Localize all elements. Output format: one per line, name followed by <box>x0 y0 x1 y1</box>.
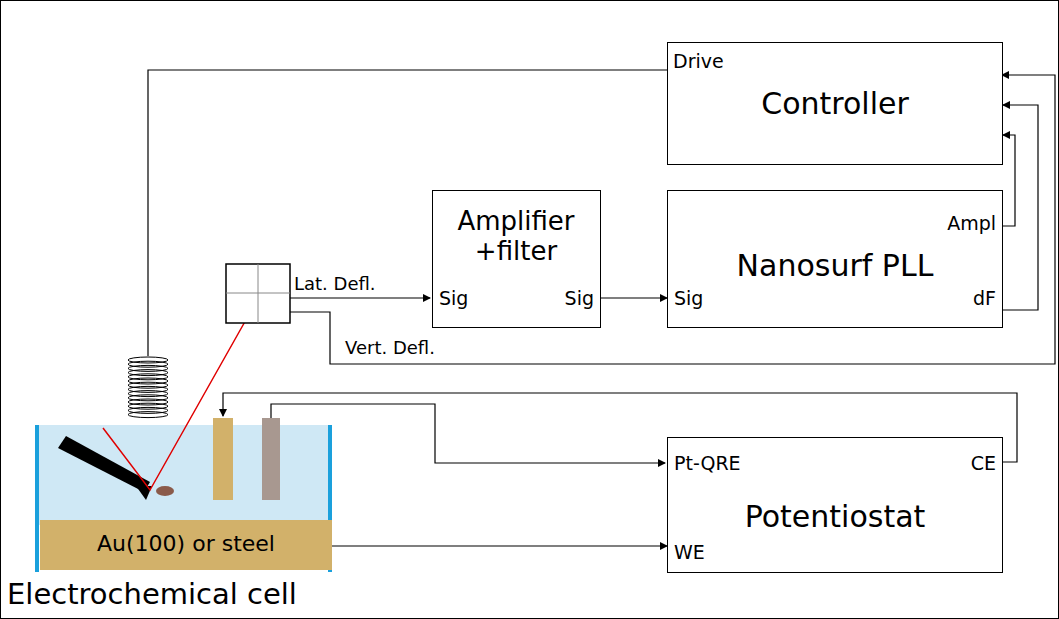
reference-electrode <box>262 418 280 500</box>
port-label: Sig <box>674 288 703 310</box>
cantilever <box>58 436 150 492</box>
port-label: Pt-QRE <box>674 453 741 475</box>
block-title: Nanosurf PLL <box>668 249 1002 284</box>
controller-box: DriveController <box>667 42 1003 165</box>
signal-connector <box>332 545 667 546</box>
block-title: Amplifier +filter <box>435 207 597 267</box>
port-label: Drive <box>673 51 724 73</box>
photodetector-divider <box>226 293 290 294</box>
signal-label: Vert. Defl. <box>343 338 437 359</box>
qre-wire <box>271 404 665 463</box>
substrate-band: Au(100) or steel <box>40 520 332 570</box>
signal-connector <box>1003 135 1015 226</box>
amplifier-box: Amplifier +filterSig Sig <box>432 190 601 328</box>
block-title: Potentiostat <box>668 500 1002 535</box>
pll-box: Nanosurf PLL Sig Ampl dF <box>667 190 1003 328</box>
signal-connector <box>1003 105 1038 310</box>
port-label: Ampl <box>947 213 996 235</box>
photodetector <box>226 264 290 323</box>
cantilever-tip <box>136 486 152 500</box>
counter-electrode <box>213 418 233 500</box>
particle <box>156 486 174 496</box>
drive-wire <box>148 70 667 356</box>
electrolyte <box>37 425 330 525</box>
figure-label: Electrochemical cell <box>5 578 299 611</box>
port-label: dF <box>973 288 996 310</box>
port-label: Sig <box>439 288 468 310</box>
lat-defl-wire <box>290 297 430 298</box>
piezo-coil <box>128 357 168 418</box>
cell-wall <box>35 425 39 572</box>
block-title: Controller <box>668 87 1002 122</box>
port-label: Sig <box>565 288 594 310</box>
potentiostat-box: Pt-QRE CE PotentiostatWE <box>667 437 1003 573</box>
port-label: CE <box>971 453 996 475</box>
port-label: WE <box>674 542 705 564</box>
signal-connector <box>601 297 667 298</box>
laser-beam <box>103 318 247 490</box>
signal-label: Lat. Defl. <box>292 274 378 295</box>
substrate-label: Au(100) or steel <box>40 531 332 556</box>
